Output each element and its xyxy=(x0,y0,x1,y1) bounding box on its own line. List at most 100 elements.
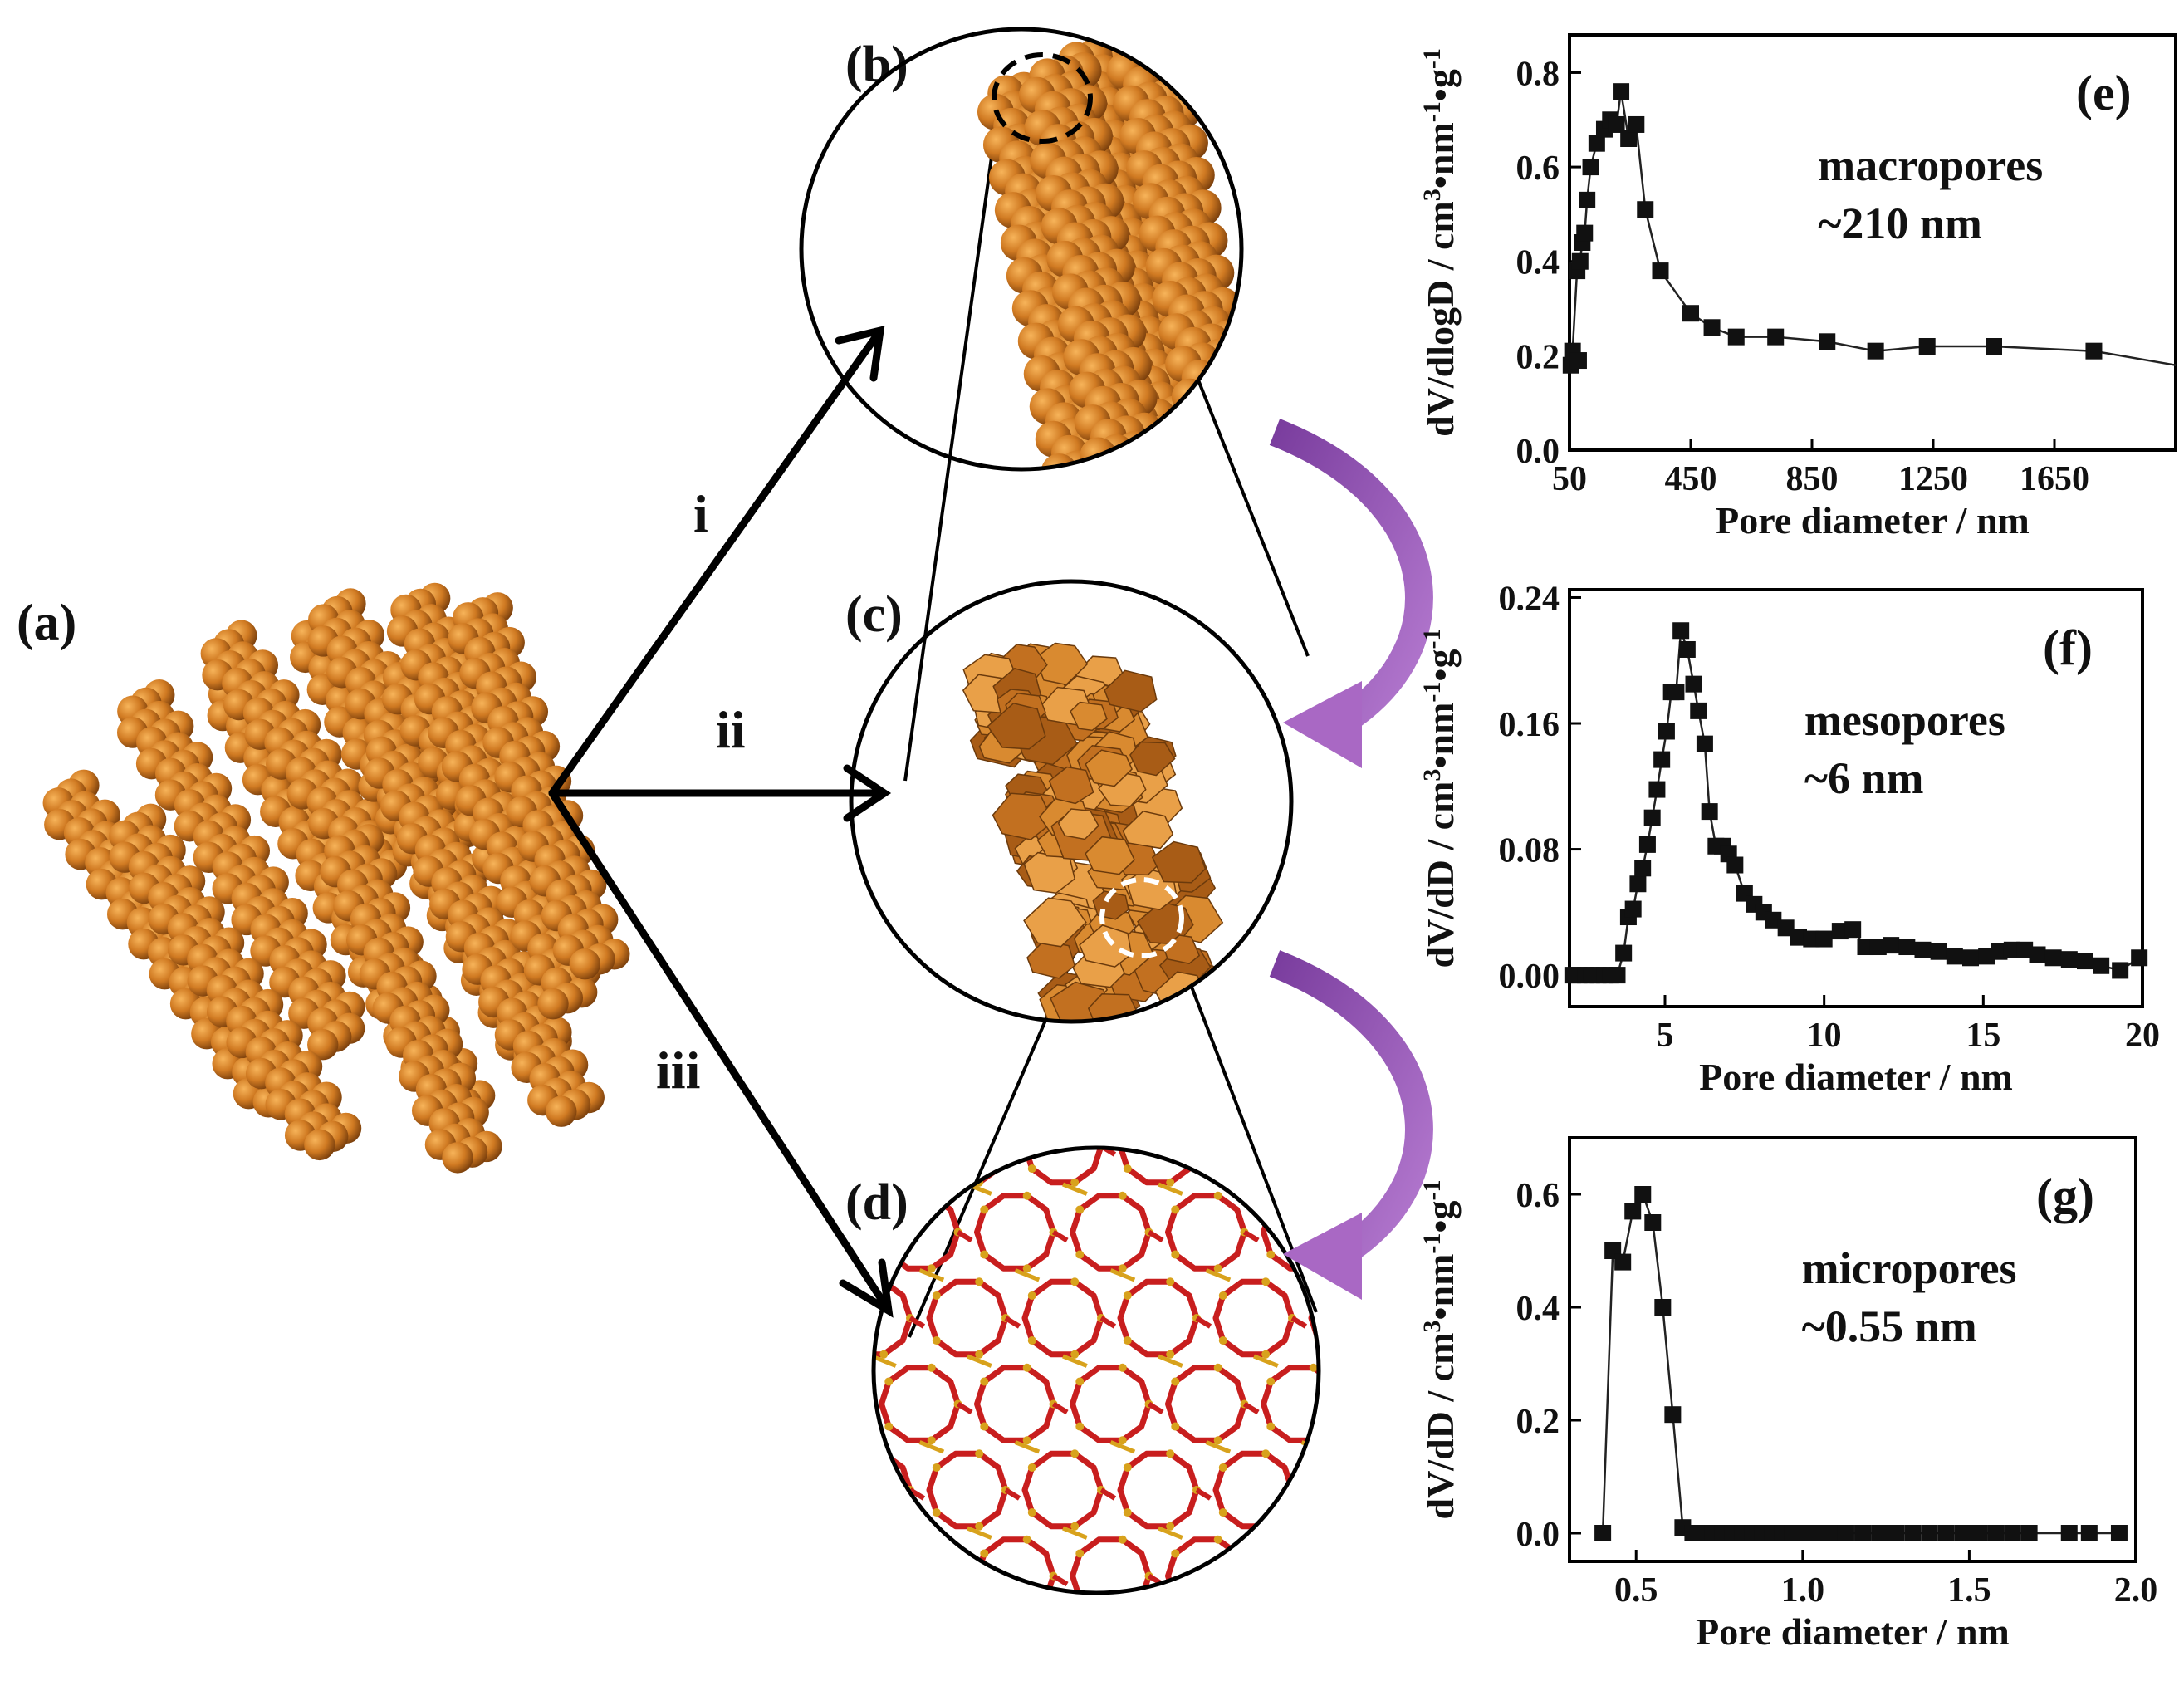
chart-e-ytick-label: 0.0 xyxy=(1516,433,1560,471)
chart-f-annotation: ~6 nm xyxy=(1804,753,1924,803)
panel-label-a: (a) xyxy=(17,595,76,651)
chart-f-point xyxy=(1777,919,1795,937)
chart-f-point xyxy=(1638,836,1656,853)
chart-g-xlabel: Pore diameter / nm xyxy=(1696,1610,2010,1653)
chart-e-xtick-label: 1650 xyxy=(2020,460,2089,498)
route-label-i: i xyxy=(693,484,708,543)
chart-f-point xyxy=(1667,684,1685,701)
chart-e-point xyxy=(1576,224,1594,242)
chart-e-annotation: macropores xyxy=(1818,140,2043,190)
chart-e-point xyxy=(1637,201,1654,218)
rod-a-1 xyxy=(116,679,365,1061)
chart-e-xtick-label: 450 xyxy=(1665,460,1717,498)
chart-f-point xyxy=(2029,946,2046,963)
chart-e-ylabel: dV/dlogD / cm3•nm-1•g-1 xyxy=(1418,48,1462,437)
chart-f-xtick-label: 10 xyxy=(1807,1017,1842,1055)
chart-e-point xyxy=(1986,338,2002,355)
chart-e-point xyxy=(1727,328,1745,346)
chart-f-point xyxy=(2093,957,2110,974)
chart-g-point xyxy=(1824,1525,1841,1541)
chart-f-ylabel: dV/dD / cm3•nm-1•g-1 xyxy=(1418,628,1462,968)
panel-label-c: (c) xyxy=(845,586,903,643)
chart-f-point xyxy=(1678,640,1696,658)
chart-e-point xyxy=(1682,305,1699,322)
route-iii-arrowhead xyxy=(839,1258,894,1318)
chart-f-ytick-label: 0.16 xyxy=(1499,706,1560,744)
chart-g-point xyxy=(1594,1525,1612,1541)
chart-f-point xyxy=(1946,948,1963,965)
route-iii-arrow xyxy=(548,789,889,1308)
chart-f-point xyxy=(1690,702,1707,719)
chart-e-point xyxy=(1608,115,1625,133)
route-arrows xyxy=(548,326,894,1318)
chart-f-point xyxy=(1765,911,1782,929)
chart-f-point xyxy=(1696,735,1713,752)
chart-f-ytick-label: 0.00 xyxy=(1499,958,1560,996)
chart-f-annotation: mesopores xyxy=(1804,695,2005,745)
chart-g-ytick-label: 0.0 xyxy=(1516,1516,1560,1554)
selection-ring-c xyxy=(1099,877,1184,958)
chart-e-ytick-label: 0.8 xyxy=(1516,55,1560,93)
chart-f-point xyxy=(1930,943,1947,960)
selection-ring-b xyxy=(992,52,1093,144)
chart-f-point xyxy=(1914,941,1932,958)
zoom-circle-b xyxy=(799,27,1244,472)
rod-a-11 xyxy=(448,592,630,980)
chart-f-point xyxy=(1869,939,1887,956)
chart-f-point xyxy=(2003,941,2020,958)
chart-g-point xyxy=(2060,1525,2078,1541)
chart-e-point xyxy=(1620,130,1638,147)
chart-f-point xyxy=(1844,921,1862,939)
chart-e-point xyxy=(1819,333,1836,350)
chart-f-point xyxy=(1790,929,1807,946)
chart-e-point xyxy=(1582,159,1599,176)
chart-g-point xyxy=(1644,1214,1662,1231)
chart-f-xtick-label: 5 xyxy=(1657,1017,1674,1055)
rod-bundle-illustration xyxy=(42,582,630,1174)
chart-f-point xyxy=(1624,900,1642,918)
chart-g-ytick-label: 0.2 xyxy=(1516,1403,1560,1441)
chart-f-point xyxy=(1634,860,1652,877)
chart-g-point xyxy=(2110,1525,2128,1541)
chart-f-point xyxy=(2016,941,2034,958)
chart-e-point xyxy=(1628,115,1645,133)
chart-g-point xyxy=(1871,1525,1888,1541)
chart-f-point xyxy=(1701,803,1718,821)
chart-g-point xyxy=(1664,1406,1682,1424)
chart-g-point xyxy=(1971,1525,1988,1541)
chart-g-annotation: micropores xyxy=(1802,1243,2017,1293)
rod-a-8 xyxy=(364,722,605,1127)
chart-g-ylabel: dV/dD / cm3•nm-1•g-1 xyxy=(1418,1179,1462,1519)
chart-g-point xyxy=(2080,1525,2098,1541)
chart-f-point xyxy=(2131,949,2148,967)
chart-f-point xyxy=(1831,923,1849,940)
magnify-arrows xyxy=(1269,419,1433,1300)
chart-f-xtick-label: 15 xyxy=(1966,1017,2000,1055)
chart-g-tag: (g) xyxy=(2036,1169,2094,1223)
route-label-iii: iii xyxy=(656,1041,700,1100)
rod-a-2 xyxy=(109,803,362,1161)
chart-g-point xyxy=(1614,1253,1632,1271)
chart-f-point xyxy=(1672,622,1690,640)
chart-g-xtick-label: 2.0 xyxy=(2114,1571,2158,1610)
chart-g-annotation: ~0.55 nm xyxy=(1802,1301,1977,1351)
chart-g-point xyxy=(1987,1525,2005,1541)
chart-f-point xyxy=(1883,937,1900,954)
chart-g-point xyxy=(1837,1525,1854,1541)
chart-f-xtick-label: 20 xyxy=(2125,1017,2160,1055)
chart-f-point xyxy=(2044,949,2062,967)
chart-e-ytick-label: 0.6 xyxy=(1516,149,1560,188)
chart-g-point xyxy=(2004,1525,2021,1541)
chart-e-point xyxy=(1579,191,1596,208)
chart-e-ytick-label: 0.4 xyxy=(1516,244,1560,282)
chart-g-point xyxy=(1888,1525,1905,1541)
chart-f-point xyxy=(1615,944,1633,962)
route-i-arrowhead xyxy=(835,326,885,382)
chart-g-point xyxy=(1921,1525,1938,1541)
chart-e-point xyxy=(1918,338,1936,355)
chart-f-frame xyxy=(1568,588,2144,1008)
chart-g-point xyxy=(2020,1525,2038,1541)
